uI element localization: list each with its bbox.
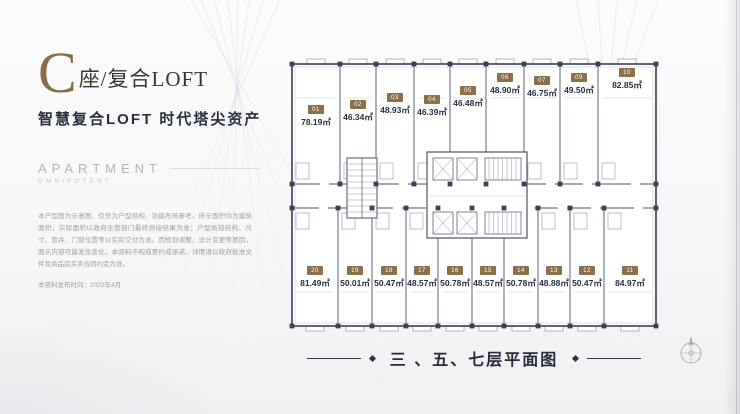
floorplan-panel: 01 78.19㎡ 02 46.34㎡ 03 48.93㎡ 04 46.39㎡ 05 46.48㎡… (285, 54, 663, 334)
floor-caption-row: 三 、五、七层平面图 (285, 346, 663, 370)
unit-number-badge: 16 (447, 266, 463, 275)
unit-area-label: 49.50㎡ (564, 85, 594, 95)
unit-label: 14 50.78㎡ (504, 266, 538, 289)
unit-label: 19 50.01㎡ (338, 266, 372, 289)
unit-area-label: 48.57㎡ (473, 278, 503, 288)
unit-area-label: 78.19㎡ (301, 117, 331, 127)
unit-number-badge: 04 (424, 95, 440, 104)
right-edge-shading (724, 0, 740, 414)
unit-number-badge: 13 (546, 266, 562, 275)
corner-shading (0, 294, 260, 414)
brand-rule-line (169, 168, 260, 170)
unit-label: 09 49.50㎡ (560, 73, 598, 128)
unit-label: 04 46.39㎡ (414, 95, 450, 128)
caption-left-line (306, 357, 361, 359)
unit-number-badge: 10 (619, 68, 635, 77)
unit-area-label: 46.39㎡ (417, 107, 447, 117)
unit-area-label: 46.34㎡ (343, 112, 373, 122)
unit-area-label: 50.78㎡ (506, 278, 536, 288)
unit-number-badge: 18 (381, 266, 397, 275)
unit-area-label: 48.90㎡ (490, 85, 520, 95)
unit-number-badge: 03 (387, 93, 403, 102)
unit-label: 02 46.34㎡ (340, 100, 376, 128)
unit-area-label: 50.47㎡ (374, 278, 404, 288)
unit-label: 06 48.90㎡ (486, 73, 524, 128)
unit-area-label: 46.48㎡ (453, 98, 483, 108)
unit-label: 01 78.19㎡ (292, 105, 340, 128)
unit-number-badge: 15 (480, 266, 496, 275)
disclaimer-text: 本户型图为示意图，仅作为户型结构、功能布局参考。所示面积均为建筑面积，实际面积以… (38, 213, 252, 269)
compass-icon (676, 334, 706, 373)
building-subtitle: 智慧复合LOFT 时代塔尖资产 (38, 111, 262, 129)
brand-omnipotent-text: OMNIPOTENT (38, 179, 112, 186)
building-title-text: 座/复合LOFT (78, 67, 209, 92)
unit-label: 16 50.78㎡ (438, 266, 472, 289)
right-edge-line (736, 0, 737, 414)
unit-area-label: 48.88㎡ (539, 278, 569, 288)
unit-number-badge: 02 (350, 100, 366, 109)
unit-area-label: 82.85㎡ (612, 80, 642, 90)
unit-label: 17 48.57㎡ (406, 266, 438, 289)
unit-label: 13 48.88㎡ (538, 266, 570, 289)
unit-number-badge: 07 (534, 76, 550, 85)
unit-area-label: 50.47㎡ (572, 278, 602, 288)
building-title: C 座/复合LOFT (38, 40, 266, 105)
unit-number-badge: 19 (347, 266, 363, 275)
building-letter: C (38, 40, 77, 105)
unit-area-label: 48.93㎡ (380, 105, 410, 115)
caption-left-diamond (368, 354, 376, 362)
unit-number-badge: 11 (622, 266, 638, 275)
brand-apartment-text: APARTMENT (38, 161, 162, 177)
unit-number-badge: 14 (513, 266, 529, 275)
floorplan-drawing (289, 58, 659, 332)
unit-number-badge: 05 (460, 86, 476, 95)
unit-label: 10 82.85㎡ (598, 68, 656, 128)
caption-right-diamond (572, 354, 580, 362)
left-panel: C 座/复合LOFT 智慧复合LOFT 时代塔尖资产 APARTMENT OMN… (38, 40, 266, 290)
floor-caption: 三 、五、七层平面图 (389, 352, 559, 369)
unit-area-label: 46.75㎡ (527, 88, 557, 98)
bottom-unit-labels: 20 81.49㎡ 19 50.01㎡ 18 50.47㎡ 17 48.57㎡ 16 50.78㎡… (292, 266, 656, 306)
caption-right-line (587, 357, 642, 359)
unit-label: 20 81.49㎡ (292, 266, 338, 289)
unit-label: 11 84.97㎡ (604, 266, 656, 289)
unit-label: 03 48.93㎡ (376, 93, 414, 128)
unit-number-badge: 17 (414, 266, 430, 275)
top-unit-labels: 01 78.19㎡ 02 46.34㎡ 03 48.93㎡ 04 46.39㎡ 05 46.48㎡… (292, 54, 656, 128)
unit-number-badge: 12 (579, 266, 595, 275)
unit-area-label: 50.01㎡ (340, 278, 370, 288)
unit-number-badge: 01 (308, 105, 324, 114)
unit-label: 12 50.47㎡ (570, 266, 604, 289)
unit-number-badge: 20 (307, 266, 323, 275)
unit-label: 05 46.48㎡ (450, 86, 486, 128)
unit-label: 07 46.75㎡ (524, 76, 560, 128)
unit-area-label: 81.49㎡ (300, 278, 330, 288)
unit-number-badge: 09 (571, 73, 587, 82)
unit-number-badge: 06 (497, 73, 513, 82)
unit-label: 18 50.47㎡ (372, 266, 406, 289)
brand-row: APARTMENT (38, 161, 260, 176)
unit-label: 15 48.57㎡ (472, 266, 504, 289)
unit-area-label: 50.78㎡ (440, 278, 470, 288)
unit-area-label: 48.57㎡ (407, 278, 437, 288)
unit-area-label: 84.97㎡ (615, 278, 645, 288)
publish-date-note: 本资料发布时间：2022年4月 (38, 282, 122, 290)
